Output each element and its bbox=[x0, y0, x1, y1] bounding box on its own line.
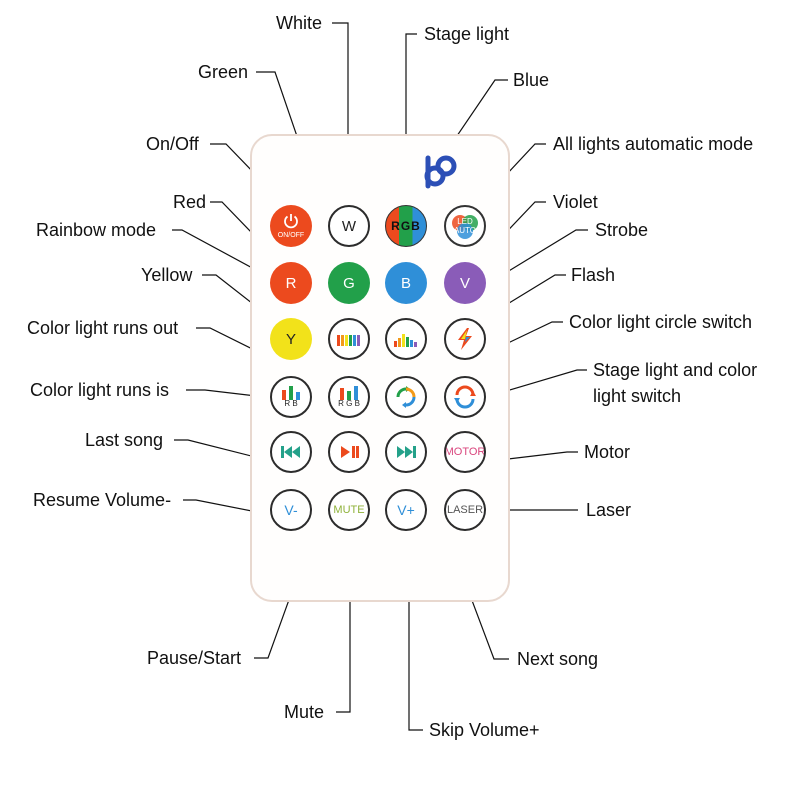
label-strobe: Strobe bbox=[595, 220, 649, 240]
runs-out-g: G bbox=[346, 399, 353, 408]
volume-down-button[interactable]: V- bbox=[270, 489, 312, 531]
rainbow-mode-button[interactable] bbox=[328, 318, 370, 360]
brand-logo bbox=[424, 155, 457, 189]
power-icon bbox=[284, 214, 298, 229]
mute-button-text: MUTE bbox=[333, 504, 365, 516]
laser-button-text: LASER bbox=[446, 504, 484, 516]
previous-track-icon bbox=[281, 446, 300, 458]
color-runs-is-button[interactable]: R G B bbox=[270, 376, 312, 418]
label-red: Red bbox=[173, 192, 207, 212]
motor-button[interactable]: MOTOR bbox=[444, 431, 486, 473]
blue-button-text: B bbox=[400, 274, 411, 292]
play-pause-icon bbox=[341, 446, 359, 458]
label-on-off: On/Off bbox=[146, 134, 199, 154]
label-stage-light: Stage light bbox=[424, 24, 510, 44]
runs-is-r: R bbox=[284, 399, 291, 408]
stage-light-r: R bbox=[391, 219, 401, 233]
label-violet: Violet bbox=[553, 192, 598, 212]
auto-mode-button[interactable]: LED AUTO bbox=[444, 205, 486, 247]
volume-up-button[interactable]: V+ bbox=[385, 489, 427, 531]
flash-button[interactable] bbox=[444, 318, 486, 360]
label-laser: Laser bbox=[586, 500, 632, 520]
label-all-auto: All lights automatic mode bbox=[553, 134, 754, 154]
label-flash: Flash bbox=[571, 265, 616, 285]
circular-arrows-icon bbox=[454, 385, 476, 409]
lightning-icon bbox=[458, 328, 472, 350]
label-rainbow: Rainbow mode bbox=[36, 220, 157, 240]
volume-up-text: V+ bbox=[397, 502, 415, 518]
equalizer-bars-icon bbox=[339, 386, 358, 400]
led-text: LED bbox=[457, 217, 473, 226]
red-button[interactable]: R bbox=[270, 262, 312, 304]
runs-is-b: B bbox=[292, 399, 298, 408]
equalizer-bars-icon bbox=[394, 334, 417, 347]
label-stage-color-switch-1: Stage light and color bbox=[593, 360, 758, 380]
equalizer-bars-icon bbox=[282, 386, 300, 400]
label-resume-volume: Resume Volume- bbox=[33, 490, 172, 510]
equalizer-bars-icon bbox=[337, 335, 360, 346]
label-skip-volume: Skip Volume+ bbox=[429, 720, 540, 740]
label-pause-start: Pause/Start bbox=[147, 648, 242, 668]
stage-light-b: B bbox=[411, 219, 421, 233]
color-wheel-icon bbox=[452, 215, 478, 239]
stage-color-switch-button[interactable] bbox=[444, 376, 486, 418]
strobe-button[interactable] bbox=[385, 318, 427, 360]
label-last-song: Last song bbox=[85, 430, 164, 450]
green-button-text: G bbox=[343, 274, 355, 292]
on-off-button[interactable]: ON/OFF bbox=[270, 205, 312, 247]
label-white: White bbox=[276, 13, 323, 33]
label-yellow: Yellow bbox=[141, 265, 193, 285]
on-off-text: ON/OFF bbox=[277, 232, 305, 239]
stage-light-g: G bbox=[400, 219, 412, 233]
circle-switch-button[interactable] bbox=[385, 376, 427, 418]
runs-out-r: R bbox=[338, 399, 344, 408]
label-green: Green bbox=[198, 62, 249, 82]
circular-arrows-icon bbox=[396, 386, 416, 408]
next-song-button[interactable] bbox=[385, 431, 427, 473]
color-runs-out-button[interactable]: R G B bbox=[328, 376, 370, 418]
laser-button[interactable]: LASER bbox=[444, 489, 486, 531]
label-mute: Mute bbox=[284, 702, 325, 722]
last-song-button[interactable] bbox=[270, 431, 312, 473]
label-runs-is: Color light runs is bbox=[30, 380, 170, 400]
label-circle-switch: Color light circle switch bbox=[569, 312, 753, 332]
label-runs-out: Color light runs out bbox=[27, 318, 179, 338]
label-blue: Blue bbox=[513, 70, 550, 90]
auto-text: AUTO bbox=[453, 226, 477, 235]
violet-button[interactable]: V bbox=[444, 262, 486, 304]
label-stage-color-switch-2: light switch bbox=[593, 386, 682, 406]
white-button[interactable]: W bbox=[328, 205, 370, 247]
motor-button-text: MOTOR bbox=[444, 446, 486, 458]
mute-button[interactable]: MUTE bbox=[328, 489, 370, 531]
label-motor: Motor bbox=[584, 442, 631, 462]
yellow-button-text: Y bbox=[285, 330, 296, 348]
label-next-song: Next song bbox=[517, 649, 599, 669]
green-button[interactable]: G bbox=[328, 262, 370, 304]
stage-light-button[interactable]: RGB bbox=[385, 205, 427, 247]
runs-out-b: B bbox=[354, 399, 360, 408]
volume-down-text: V- bbox=[284, 502, 298, 518]
red-button-text: R bbox=[285, 274, 297, 292]
pause-start-button[interactable] bbox=[328, 431, 370, 473]
blue-button[interactable]: B bbox=[385, 262, 427, 304]
yellow-button[interactable]: Y bbox=[270, 318, 312, 360]
white-button-text: W bbox=[341, 217, 357, 235]
next-track-icon bbox=[397, 446, 416, 458]
violet-button-text: V bbox=[459, 274, 470, 292]
